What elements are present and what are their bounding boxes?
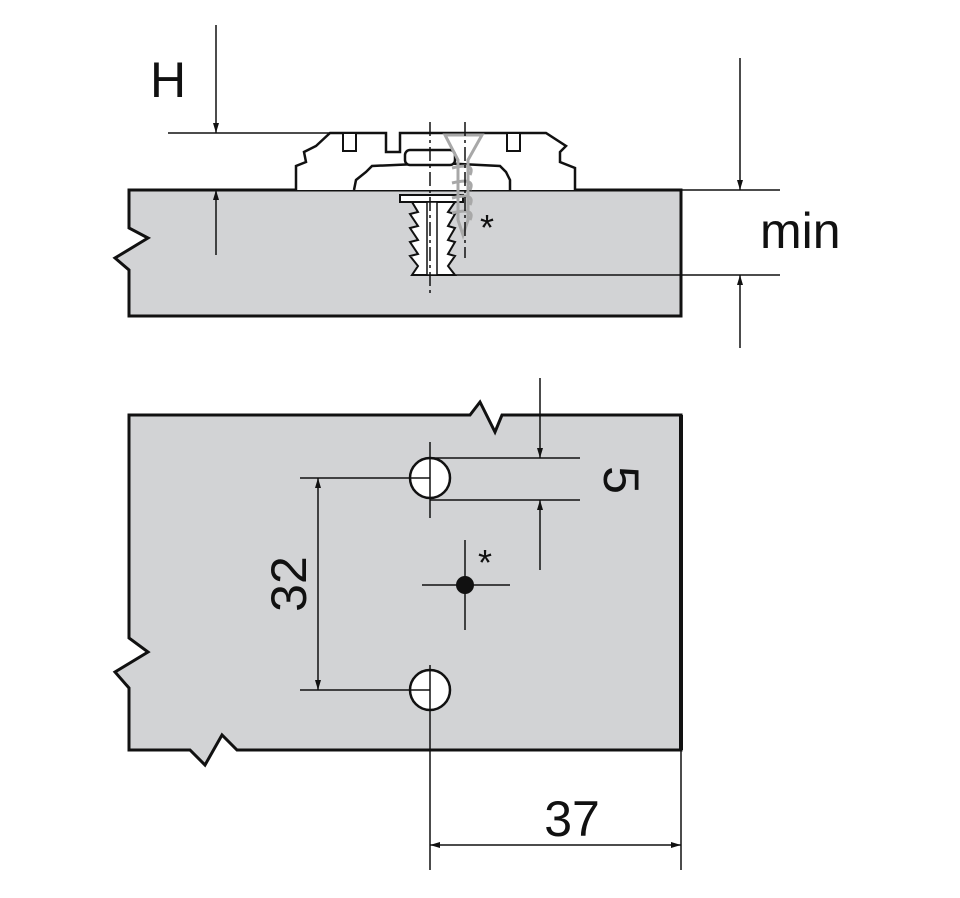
side-board [112, 188, 683, 318]
plate-slot [506, 132, 521, 152]
dowel-slot [426, 201, 438, 276]
min-label: min [760, 203, 841, 259]
h-label: H [150, 52, 186, 108]
plate-raised-center [352, 161, 512, 191]
top-board [112, 399, 683, 768]
plate-slot [342, 132, 357, 152]
hole-bottom [408, 665, 452, 870]
screw-point-marker [422, 540, 510, 630]
top-view: * 5 32 37 [112, 378, 683, 870]
asterisk-top: * [478, 542, 492, 583]
side-view: * H min [112, 25, 841, 348]
asterisk-side: * [480, 207, 494, 248]
edge-label: 37 [544, 791, 600, 847]
offset-label: 5 [593, 466, 649, 494]
spacing-label: 32 [261, 556, 317, 612]
